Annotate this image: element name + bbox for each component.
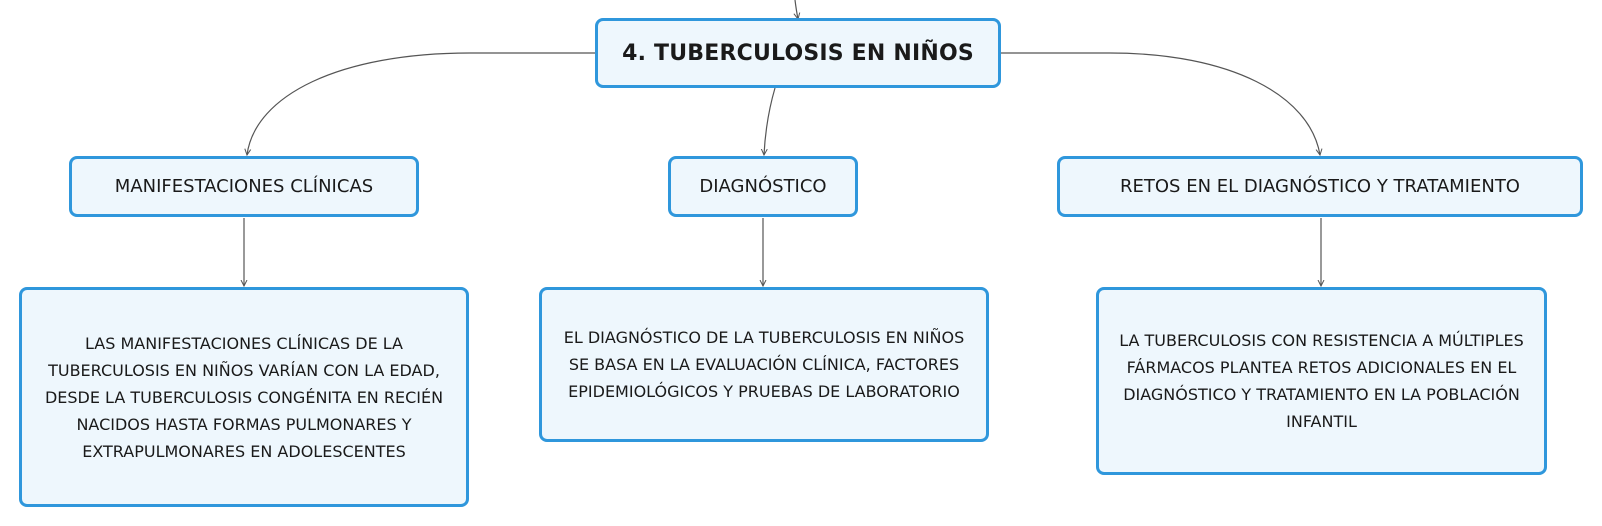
node-diagnostico[interactable]: DIAGNÓSTICO bbox=[668, 156, 858, 217]
edge-incoming-root bbox=[795, 0, 798, 19]
detail-text: LA TUBERCULOSIS CON RESISTENCIA A MÚLTIP… bbox=[1119, 331, 1524, 431]
node-manifestaciones-clinicas[interactable]: MANIFESTACIONES CLÍNICAS bbox=[69, 156, 419, 217]
root-label: 4. TUBERCULOSIS EN NIÑOS bbox=[622, 40, 974, 66]
edge-root-diag bbox=[764, 87, 776, 155]
detail-retos[interactable]: LA TUBERCULOSIS CON RESISTENCIA A MÚLTIP… bbox=[1096, 287, 1547, 475]
node-retos[interactable]: RETOS EN EL DIAGNÓSTICO Y TRATAMIENTO bbox=[1057, 156, 1583, 217]
edge-root-manif bbox=[247, 52, 596, 155]
edge-root-retos bbox=[1000, 52, 1320, 155]
detail-text: EL DIAGNÓSTICO DE LA TUBERCULOSIS EN NIÑ… bbox=[563, 328, 965, 401]
node-label: DIAGNÓSTICO bbox=[699, 176, 827, 197]
detail-diagnostico[interactable]: EL DIAGNÓSTICO DE LA TUBERCULOSIS EN NIÑ… bbox=[539, 287, 989, 442]
detail-text: LAS MANIFESTACIONES CLÍNICAS DE LA TUBER… bbox=[44, 333, 444, 461]
root-node[interactable]: 4. TUBERCULOSIS EN NIÑOS bbox=[595, 18, 1001, 88]
detail-manifestaciones[interactable]: LAS MANIFESTACIONES CLÍNICAS DE LA TUBER… bbox=[19, 287, 469, 507]
node-label: RETOS EN EL DIAGNÓSTICO Y TRATAMIENTO bbox=[1120, 176, 1520, 197]
node-label: MANIFESTACIONES CLÍNICAS bbox=[114, 176, 374, 197]
